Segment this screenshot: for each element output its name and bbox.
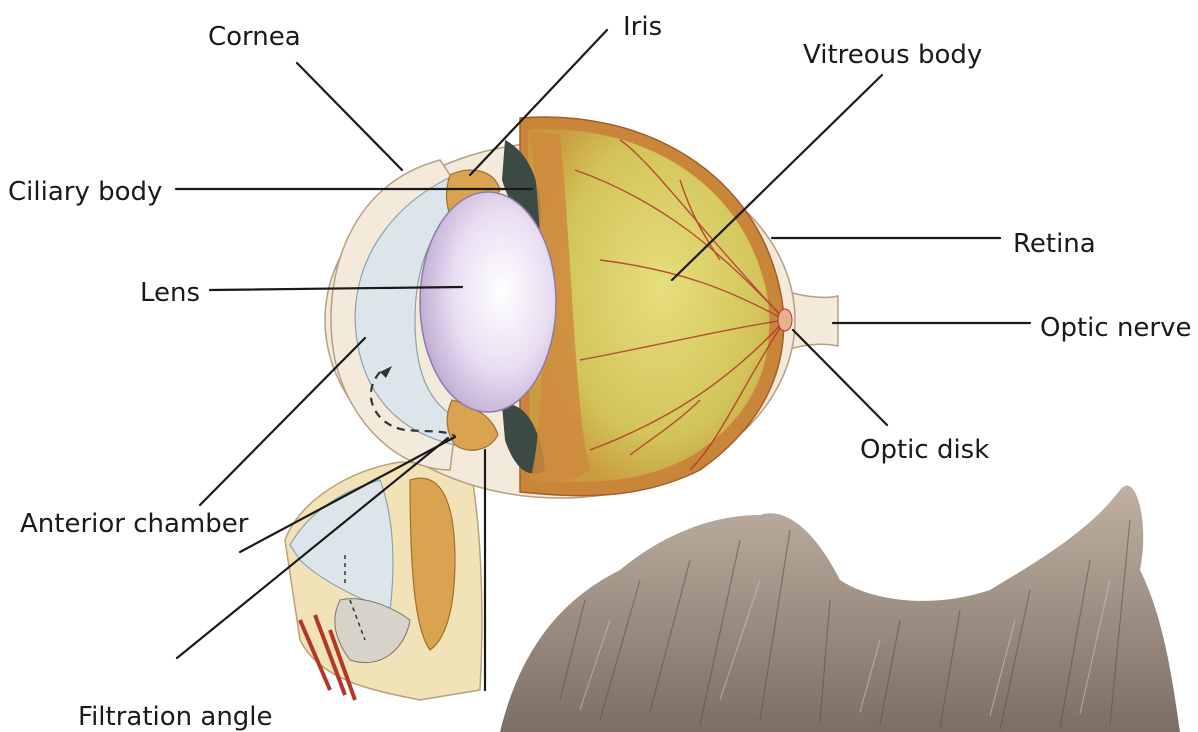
label-iris: Iris: [623, 12, 662, 42]
filtration-angle-inset: [285, 462, 482, 700]
label-retina: Retina: [1013, 229, 1096, 259]
label-optic-nerve: Optic nerve: [1040, 313, 1192, 343]
leader-optic-disk: [793, 330, 887, 425]
label-cornea: Cornea: [208, 22, 301, 52]
cat-fur-illustration: [500, 485, 1180, 732]
leader-anterior-chamber: [200, 338, 365, 505]
lens-shape: [420, 192, 556, 412]
optic-disk-shape: [778, 309, 792, 331]
label-anterior-chamber: Anterior chamber: [20, 509, 249, 539]
eyeball: [325, 117, 838, 498]
label-lens: Lens: [140, 278, 200, 308]
label-filtration-angle: Filtration angle: [78, 702, 273, 732]
label-optic-disk: Optic disk: [860, 435, 989, 465]
label-vitreous-body: Vitreous body: [803, 40, 982, 70]
label-ciliary-body: Ciliary body: [8, 177, 162, 207]
leader-cornea: [297, 63, 402, 170]
